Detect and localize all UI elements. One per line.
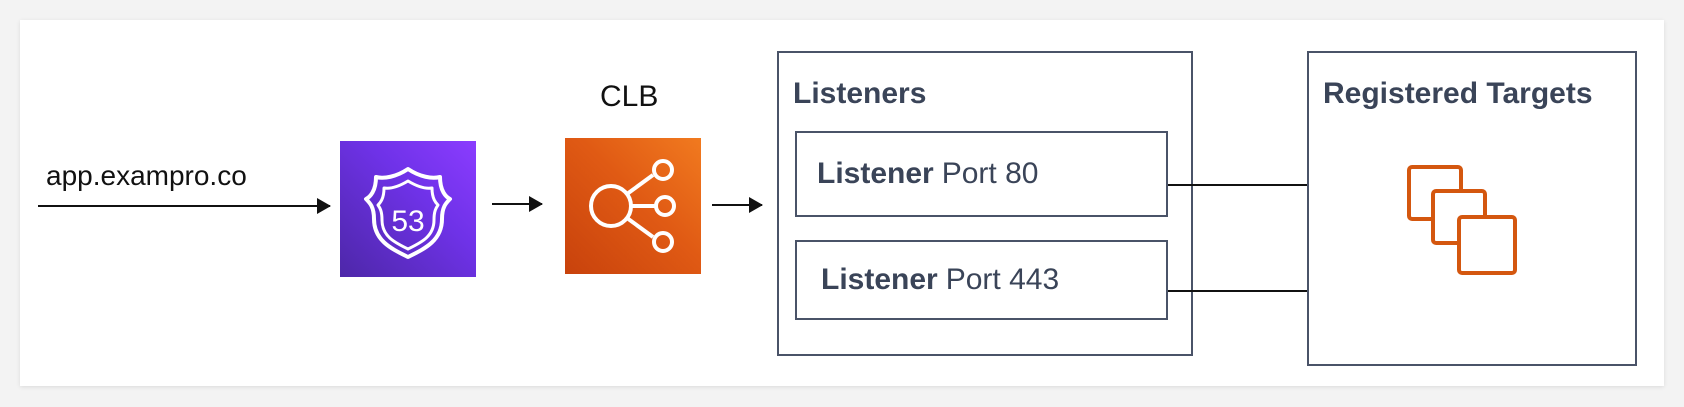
registered-targets-panel: Registered Targets [1307, 51, 1637, 366]
listener-port-80: Listener Port 80 [795, 131, 1168, 217]
load-balancer-icon [589, 159, 676, 253]
domain-label: app.exampro.co [46, 160, 247, 191]
listener-port: Port 443 [945, 263, 1060, 296]
listener-port: Port 80 [941, 157, 1039, 190]
targets-title: Registered Targets [1323, 77, 1593, 110]
route53-shield-icon: 53 [364, 167, 452, 259]
route53-number: 53 [391, 205, 424, 238]
listeners-title: Listeners [793, 77, 927, 110]
listener-prefix: Listener [817, 157, 934, 190]
arrow-clb-to-listeners [712, 197, 763, 213]
clb-label: CLB [600, 80, 659, 113]
arrow-domain-to-route53 [38, 198, 331, 214]
listener-port-443: Listener Port 443 [795, 240, 1168, 320]
instances-stack-icon [1407, 165, 1517, 275]
arrow-route53-to-clb [492, 196, 543, 212]
listener-prefix: Listener [821, 263, 938, 296]
route53-tile: 53 [340, 141, 476, 277]
clb-tile [565, 138, 701, 274]
